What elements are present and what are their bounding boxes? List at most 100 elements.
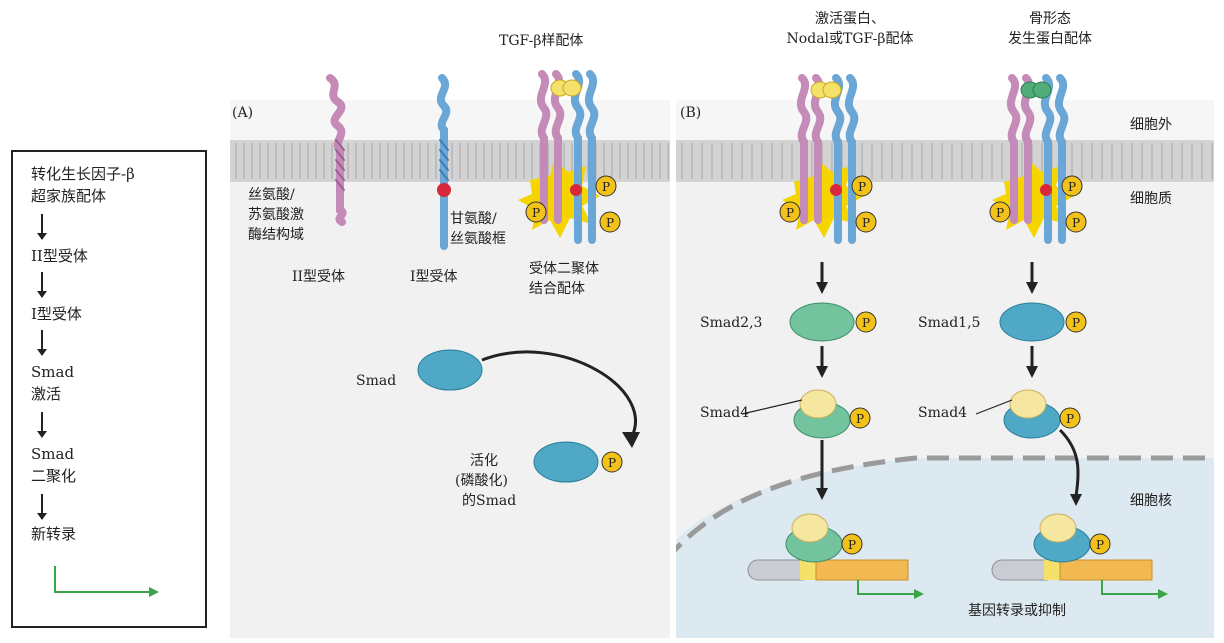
transcription-arrow-icon	[54, 566, 159, 597]
flow-step-activate: 激活	[31, 385, 62, 403]
smad23	[789, 302, 855, 342]
panel-a-diagram: P P P P	[230, 70, 670, 638]
svg-text:P: P	[786, 206, 794, 220]
phosphate-marker: P	[1065, 311, 1087, 333]
smad4-right-label: Smad4	[918, 405, 968, 421]
flow-step-transcription: 新转录	[31, 525, 77, 543]
flow-arrow	[37, 494, 47, 520]
flow-arrow	[37, 272, 47, 298]
kinase-domain-label-1: 丝氨酸/	[248, 187, 295, 203]
phosphate-marker: P	[1061, 175, 1083, 197]
svg-text:P: P	[532, 206, 540, 220]
dna-bound-complex-left: P	[785, 513, 863, 563]
kinase-domain-label-2: 苏氨酸激	[248, 207, 304, 223]
activation-arrow-head	[622, 432, 640, 448]
dna-bound-complex-right: P	[1033, 513, 1111, 563]
phosphate-marker: P	[851, 175, 873, 197]
phosphate-marker: P	[601, 451, 623, 473]
svg-text:P: P	[602, 180, 610, 194]
flow-arrow	[37, 412, 47, 438]
flow-step-smad-1: Smad	[31, 363, 75, 381]
flow-step-smad-2: Smad	[31, 445, 75, 463]
flow-step-dimerize: 二聚化	[31, 467, 77, 485]
smad4-right-leader	[975, 399, 1013, 415]
svg-text:P: P	[606, 216, 614, 230]
phosphate-marker: P	[855, 311, 877, 333]
active-smad	[533, 441, 599, 483]
receptor-complex-left	[782, 74, 864, 244]
smad-label: Smad	[356, 373, 397, 389]
smad15	[999, 302, 1065, 342]
smad4-left-label: Smad4	[700, 405, 750, 421]
phosphate-marker: P	[849, 407, 871, 429]
phosphate-marker: P	[1065, 211, 1087, 233]
phosphate-marker: P	[779, 201, 801, 223]
cytoplasm-label: 细胞质	[1130, 191, 1172, 207]
flow-step-ligand-2: 超家族配体	[31, 187, 107, 205]
bmp-ligand-label-1: 骨形态	[1029, 11, 1071, 27]
tgf-beta-ligand-label: TGF-β样配体	[499, 33, 584, 49]
smad23-label: Smad2,3	[700, 315, 763, 331]
svg-text:P: P	[1066, 412, 1074, 426]
svg-text:P: P	[862, 216, 870, 230]
svg-text:P: P	[858, 180, 866, 194]
flow-arrow	[37, 330, 47, 356]
gs-box-label-2: 丝氨酸框	[450, 231, 506, 247]
panel-b-label: (B)	[680, 105, 702, 121]
dna-left	[747, 559, 924, 599]
svg-text:P: P	[1068, 180, 1076, 194]
smad15-label: Smad1,5	[918, 315, 981, 331]
flow-arrow	[37, 214, 47, 240]
activin-ligand-label-2: Nodal或TGF-β配体	[786, 31, 914, 47]
smad4-left-leader	[741, 399, 803, 415]
dimer-label-2: 结合配体	[529, 281, 585, 297]
phosphate-marker: P	[1059, 407, 1081, 429]
active-smad-label-2: (磷酸化)	[455, 473, 508, 489]
activation-arrow	[481, 350, 637, 441]
svg-text:P: P	[1072, 316, 1080, 330]
svg-text:P: P	[996, 206, 1004, 220]
signal-arrows	[820, 262, 1080, 497]
type1-receptor	[436, 74, 451, 250]
receptor-complex-right	[992, 74, 1074, 244]
svg-text:P: P	[848, 538, 856, 552]
panel-a-label: (A)	[232, 105, 254, 121]
nucleus-label: 细胞核	[1130, 493, 1172, 509]
flow-step-type1: I型受体	[31, 305, 82, 323]
dna-right	[991, 559, 1168, 599]
smad4-left	[799, 389, 837, 419]
svg-text:P: P	[1072, 216, 1080, 230]
phosphate-marker: P	[525, 201, 547, 223]
svg-text:P: P	[608, 456, 616, 470]
panel-a-membrane	[230, 140, 670, 182]
active-smad-label-3: 的Smad	[462, 493, 517, 509]
phosphate-marker: P	[599, 211, 621, 233]
panel-b-diagram: P P P P P P P P P P P	[676, 74, 1214, 638]
flow-step-type2: II型受体	[31, 247, 88, 265]
smad4-right	[1009, 389, 1047, 419]
panel-b-membrane	[676, 140, 1214, 182]
kinase-domain-label-3: 酶结构域	[248, 227, 304, 243]
phosphate-marker: P	[595, 175, 617, 197]
gene-transcription-label: 基因转录或抑制	[968, 603, 1066, 619]
nuclear-envelope	[676, 455, 1214, 553]
type1-receptor-label: I型受体	[410, 269, 458, 285]
dimer-label-1: 受体二聚体	[529, 261, 599, 277]
phosphate-marker: P	[855, 211, 877, 233]
extracellular-label: 细胞外	[1130, 117, 1172, 133]
svg-text:P: P	[856, 412, 864, 426]
flowchart-box: 转化生长因子-β 超家族配体 II型受体 I型受体 Smad 激活 Smad 二…	[11, 150, 207, 628]
panel-a-extracellular-band	[230, 100, 670, 140]
activin-ligand-label-1: 激活蛋白、	[815, 11, 885, 27]
type2-receptor-label: II型受体	[292, 269, 346, 285]
active-smad-label-1: 活化	[470, 453, 498, 469]
type2-receptor	[326, 74, 347, 226]
nucleus-region	[676, 458, 1214, 638]
bmp-ligand-label-2: 发生蛋白配体	[1008, 31, 1092, 47]
gs-box-label-1: 甘氨酸/	[450, 211, 497, 227]
svg-text:P: P	[1096, 538, 1104, 552]
phosphate-marker: P	[989, 201, 1011, 223]
svg-text:P: P	[862, 316, 870, 330]
inactive-smad	[417, 349, 483, 391]
flow-step-ligand-1: 转化生长因子-β	[31, 165, 135, 183]
